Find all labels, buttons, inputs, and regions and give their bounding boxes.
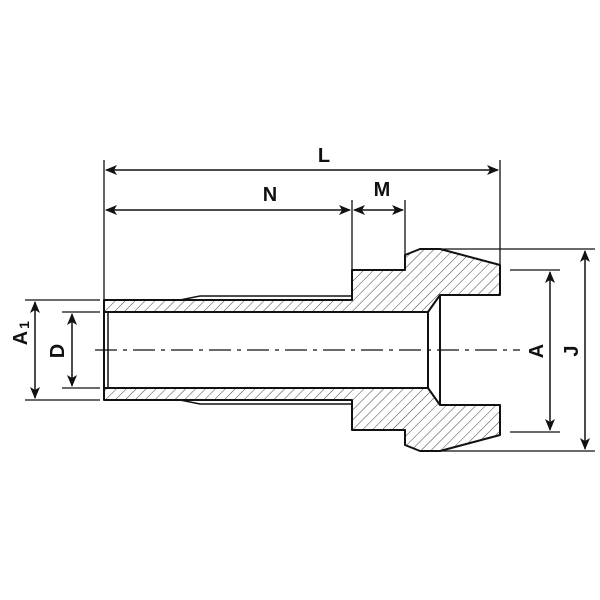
dim-label-d: D xyxy=(47,344,69,358)
dim-label-m: M xyxy=(374,179,391,201)
dim-label-n: N xyxy=(263,184,277,206)
dim-label-a1: A 1 xyxy=(10,321,32,345)
dim-label-j: J xyxy=(561,345,583,356)
barb-step-lower xyxy=(110,399,352,405)
dim-label-a1-subscript: 1 xyxy=(16,321,32,329)
barb-step-upper xyxy=(110,295,352,301)
dim-label-l: L xyxy=(318,145,330,167)
dim-label-a1-main: A xyxy=(10,331,32,345)
dim-label-a: A xyxy=(526,344,548,358)
